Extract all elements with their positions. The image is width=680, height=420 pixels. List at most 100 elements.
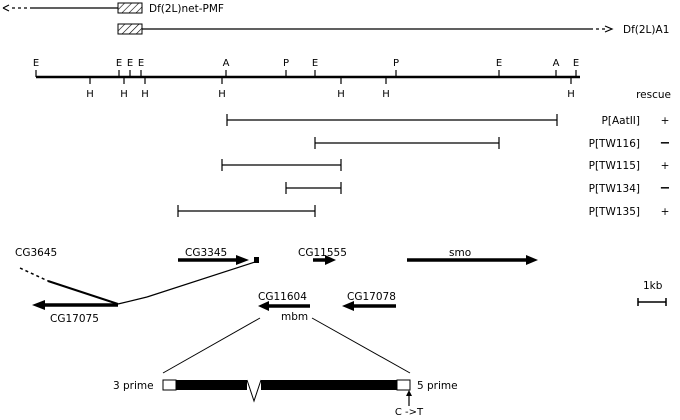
site-label: H [567,89,575,100]
site-label: H [141,89,149,100]
site-label: H [337,89,345,100]
arrow-right-icon [604,25,614,33]
transcript-detail: 3 prime 5 prime C ->T [113,379,458,418]
restriction-site-bottom: H [337,77,345,100]
site-label: H [120,89,128,100]
coding-exon [176,380,247,390]
gene-label: CG17075 [50,313,99,325]
rescue-result: + [661,160,670,172]
restriction-site-top: E [138,58,144,77]
restriction-site-top: E [573,58,579,77]
deficiency-net-pmf-label: Df(2L)net-PMF [149,3,224,15]
transcript-5prime-label: 5 prime [417,380,458,392]
restriction-site-bottom: H [120,77,128,100]
restriction-site-top: E [116,58,122,77]
site-label: E [33,58,39,69]
site-label: A [553,58,560,69]
arrow-right-icon [325,255,336,265]
mutation-label: C ->T [395,407,424,418]
restriction-site-bottom: H [218,77,226,100]
arrow-left-icon [32,300,45,310]
construct-row: P[TW116] − [314,136,671,151]
restriction-site-top: P [393,58,399,77]
gene-cg3645-intron [117,296,148,305]
scale-bar-label: 1kb [643,280,663,292]
gene-cg3645-dashed [19,267,49,282]
arrow-right-icon [526,255,538,265]
site-label: P [393,58,399,69]
intron-notch [246,379,262,403]
site-label: H [86,89,94,100]
restriction-site-bottom: H [141,77,149,100]
construct-row: P[TW115] + [221,159,670,172]
gene-label: CG11555 [298,247,347,259]
gene-cg3645-exon-block [254,257,259,263]
site-label: H [382,89,390,100]
site-label: E [312,58,318,69]
site-label: E [496,58,502,69]
restriction-site-top: E [312,58,318,77]
construct-row: P[AatII] + [226,114,670,127]
site-label: P [283,58,289,69]
restriction-site-bottom: H [86,77,94,100]
site-label: H [218,89,226,100]
zoom-line-right [311,317,411,374]
arrow-up-icon [406,390,412,396]
gene-label: mbm [281,311,308,323]
transcript-3prime-label: 3 prime [113,380,154,392]
zoom-line-left [162,317,261,374]
restriction-site-top: A [223,58,230,77]
restriction-site-bottom: H [382,77,390,100]
site-label: A [223,58,230,69]
restriction-site-top: E [33,58,39,77]
site-label: E [116,58,122,69]
deficiency-net-pmf: Df(2L)net-PMF [2,2,224,15]
gene-label: CG17078 [347,291,396,303]
construct-row: P[TW134] − [285,181,671,196]
construct-row: P[TW135] + [177,205,670,218]
scale-bar: 1kb [637,280,667,306]
construct-name: P[TW116] [589,138,640,150]
restriction-site-top: P [283,58,289,77]
restriction-site-bottom: H [567,77,575,100]
deficiency-a1-breakpoint-box [117,23,143,35]
gene-cg17078: CG17078 [342,291,396,311]
rescue-result: + [661,206,670,218]
gene-label: CG3345 [185,247,227,259]
gene-cg3345: CG3345 [178,247,249,265]
gene-label: CG11604 [258,291,307,303]
site-label: E [573,58,579,69]
rescue-result: − [660,136,671,151]
gene-cg3645: CG3645 [15,247,259,305]
arrow-left-icon [342,301,354,311]
site-label: E [138,58,144,69]
restriction-site-top: E [496,58,502,77]
gene-cg11555: CG11555 [298,247,347,265]
arrow-right-icon [236,255,249,265]
construct-name: P[AatII] [602,115,640,127]
restriction-site-top: E [127,58,133,77]
deficiency-net-pmf-breakpoint-box [117,2,143,14]
rescue-result: + [661,115,670,127]
gene-label: smo [449,247,471,259]
deficiency-a1-label: Df(2L)A1 [623,24,669,36]
gene-cg11604: CG11604 mbm [258,291,310,323]
utr-5prime-box [396,379,411,391]
rescue-header: rescue [636,89,671,101]
restriction-site-top: A [553,58,560,77]
site-label: E [127,58,133,69]
rescue-result: − [660,181,671,196]
gene-cg3645-intron [146,260,259,298]
gene-smo: smo [407,247,538,265]
coding-exon [261,380,397,390]
arrow-left-icon [2,4,10,12]
deficiency-a1: Df(2L)A1 [117,23,669,36]
gene-label: CG3645 [15,247,57,259]
construct-name: P[TW115] [589,160,640,172]
construct-name: P[TW135] [589,206,640,218]
gene-cg17075: CG17075 [32,300,118,325]
restriction-map: E E E E A P E P E A E H H H H H H H [33,58,580,100]
gene-cg3645-exon [47,280,119,305]
